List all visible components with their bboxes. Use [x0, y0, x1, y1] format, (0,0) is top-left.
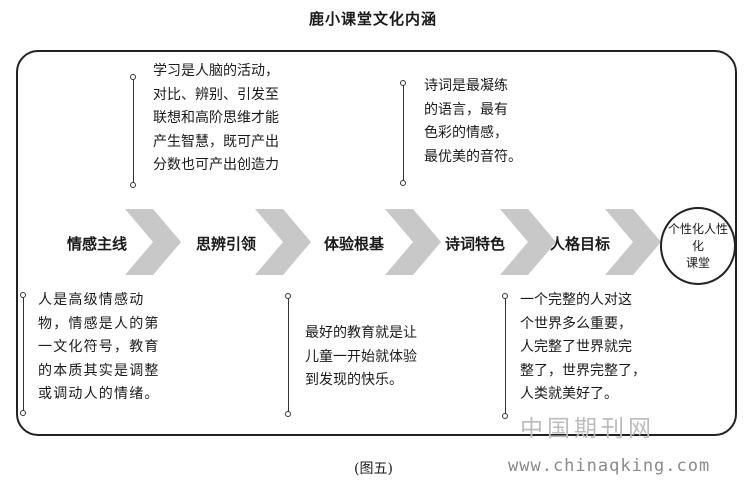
note-personality: 一个完整的人对这 个世界多么重要， 人完整了世界就完 整了，世界完整了， 人类就…: [520, 292, 646, 402]
connector-dot: [285, 411, 291, 417]
figure-caption: (图五): [354, 461, 393, 477]
chevron-arrow-3: [385, 209, 441, 275]
note-learning: 学习是人脑的活动， 对比、辨别、引发至 联想和高阶思维才能 产生智慧，既可产出 …: [153, 63, 279, 173]
note-poetry: 诗词是最凝练 的语言，最有 色彩的情感， 最优美的音符。: [424, 78, 522, 165]
connector-dot: [400, 80, 406, 86]
chevron-arrow-4: [500, 209, 556, 275]
diagram-title: 鹿小课堂文化内涵: [308, 10, 437, 28]
connector-dot: [285, 293, 291, 299]
connector-line: [505, 296, 506, 416]
chevron-arrow-5: [605, 209, 661, 275]
connector-dot: [20, 410, 26, 416]
connector-dot: [130, 74, 136, 80]
stage-poetry: 诗词特色: [445, 235, 506, 253]
connector-line: [23, 295, 24, 413]
note-experience: 最好的教育就是让 儿童一开始就体验 到发现的快乐。: [305, 325, 417, 388]
note-emotion: 人是高级情感动 物，情感是人的第 一文化符号，教育 的本质其实是调整 或调动人的…: [38, 292, 160, 402]
stage-emotion: 情感主线: [67, 235, 128, 253]
connector-dot: [130, 182, 136, 188]
connector-line: [133, 77, 134, 185]
stage-thinking: 思辨引领: [196, 235, 257, 253]
connector-dot: [502, 293, 508, 299]
stage-experience: 体验根基: [324, 235, 385, 253]
watermark-url: www.chinaqking.com: [508, 456, 711, 476]
stage-personality: 人格目标: [550, 235, 611, 253]
goal-label: 个性化人性化 课堂: [667, 221, 728, 270]
connector-dot: [400, 180, 406, 186]
connector-line: [288, 296, 289, 414]
diagram-frame: [16, 50, 737, 436]
chevron-arrow-1: [125, 209, 181, 275]
chevron-arrow-2: [255, 209, 311, 275]
connector-dot: [502, 413, 508, 419]
watermark: 中国期刊网: [520, 416, 655, 442]
connector-line: [403, 83, 404, 183]
connector-dot: [20, 292, 26, 298]
goal-circle: 个性化人性化 课堂: [660, 207, 736, 285]
